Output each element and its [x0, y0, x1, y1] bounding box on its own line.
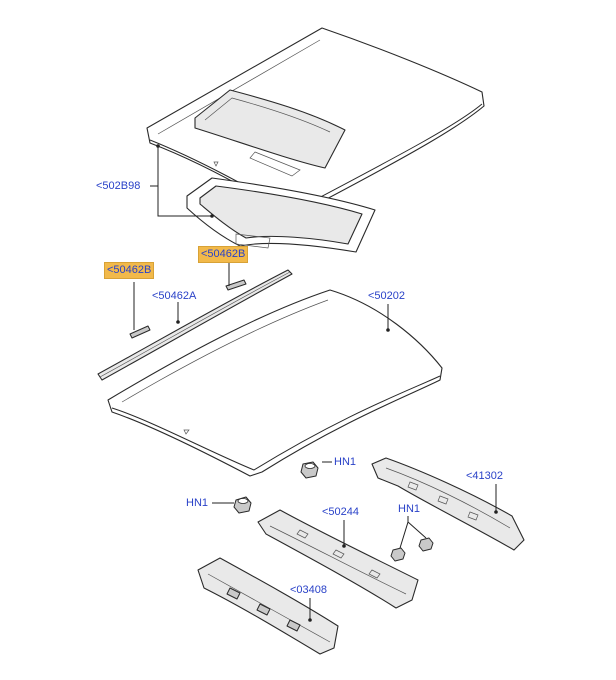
label-hn1-right: HN1	[398, 503, 421, 515]
label-hn1-left: HN1	[186, 497, 209, 509]
moulding-clip-left	[129, 325, 151, 339]
label-502b98: <502B98	[96, 180, 141, 192]
roof-panel	[107, 289, 443, 477]
label-50462a: <50462A	[152, 290, 197, 302]
moulding-clip-right	[225, 279, 247, 291]
label-03408: <03408	[290, 584, 328, 596]
label-50202: <50202	[368, 290, 406, 302]
leaders-50462	[133, 262, 230, 330]
leader-50244	[342, 520, 346, 548]
nut-hn1-right-b	[418, 537, 434, 552]
roof-moulding-strip	[97, 269, 293, 381]
leader-41302	[494, 484, 498, 514]
leader-50202	[386, 304, 390, 332]
sunroof-roof-panel	[146, 27, 485, 217]
label-50462b-left: <50462B	[104, 262, 155, 279]
roof-bow-50244	[257, 509, 419, 609]
sunroof-frame	[186, 177, 376, 253]
leader-502b98	[150, 144, 214, 218]
nut-hn1-left	[233, 496, 252, 514]
label-41302: <41302	[466, 470, 504, 482]
roof-bow-41302	[371, 457, 525, 551]
rear-header-03408	[197, 557, 339, 655]
label-hn1-top: HN1	[334, 456, 357, 468]
label-50462b-right: <50462B	[198, 246, 249, 263]
nut-hn1-top	[300, 461, 319, 479]
leaders-hn1	[212, 461, 427, 549]
label-50244: <50244	[322, 506, 360, 518]
leader-03408	[308, 598, 312, 622]
nut-hn1-right-a	[390, 547, 406, 562]
